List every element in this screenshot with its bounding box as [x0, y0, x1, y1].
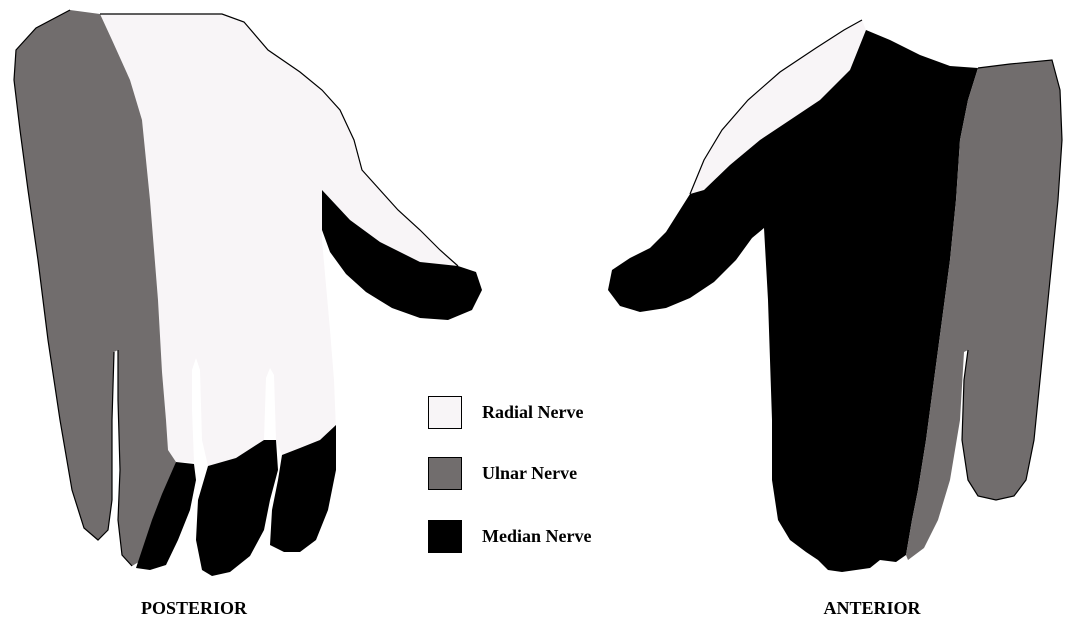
legend-swatch-median: [428, 520, 462, 553]
anterior-view-label: ANTERIOR: [772, 598, 972, 619]
anterior-hand: [608, 20, 1062, 572]
posterior-hand: [14, 10, 482, 576]
legend-item-median: Median Nerve: [428, 516, 591, 556]
legend-label-ulnar: Ulnar Nerve: [482, 463, 577, 484]
legend-label-median: Median Nerve: [482, 526, 591, 547]
posterior-view-label: POSTERIOR: [94, 598, 294, 619]
legend-item-radial: Radial Nerve: [428, 392, 583, 432]
legend-swatch-ulnar: [428, 457, 462, 490]
legend-swatch-radial: [428, 396, 462, 429]
legend-label-radial: Radial Nerve: [482, 402, 583, 423]
legend-item-ulnar: Ulnar Nerve: [428, 453, 577, 493]
